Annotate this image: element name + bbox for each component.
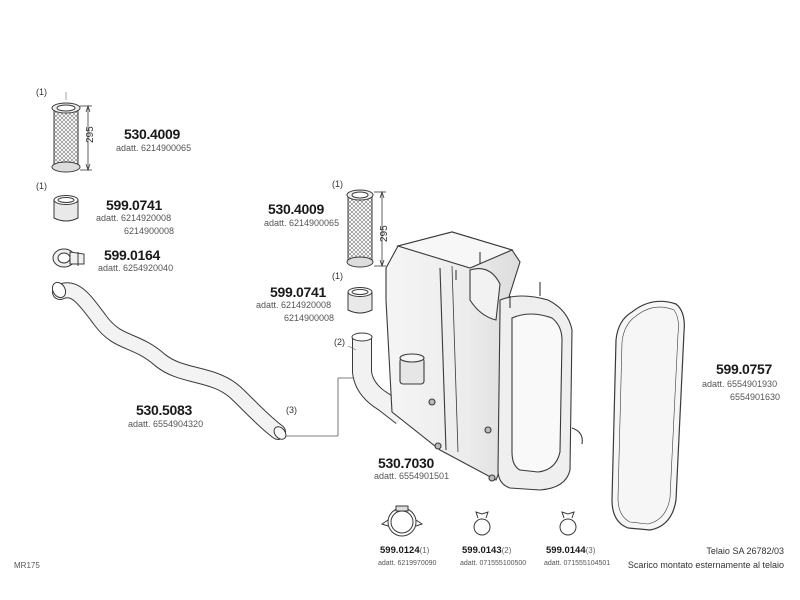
part-number-530-4009-left: 530.4009 [124, 126, 180, 142]
clamp-599-0124 [380, 505, 424, 537]
sleeve-left [53, 195, 79, 222]
muffler-body [385, 231, 583, 491]
mark-c3: (3) [585, 546, 596, 555]
mark-p1: (1) [36, 87, 47, 97]
end-cover-panel [611, 300, 685, 531]
bent-pipe [51, 281, 287, 440]
mark-p5: (1) [332, 179, 343, 189]
frame-reference: Telaio SA 26782/03 [706, 546, 784, 556]
sleeve-center [347, 287, 373, 314]
part-number-599-0124: 599.0124(1) [380, 546, 429, 556]
adapter-c1: adatt. 6219970090 [378, 560, 437, 567]
flex-tube-center [346, 189, 374, 268]
clamp-599-0143 [473, 511, 491, 536]
part-number-530-7030: 530.7030 [378, 455, 434, 471]
clamp-599-0144 [559, 511, 577, 536]
adapter-p7: adatt. 6554901501 [374, 471, 450, 481]
adapter-p6-a: adatt. 6214920008 [256, 300, 332, 310]
mark-p6: (1) [332, 271, 343, 281]
dimension-p1: 295 [85, 126, 96, 143]
clamp-left [52, 248, 85, 268]
adapter-p1: adatt. 6214900065 [116, 143, 192, 153]
adapter-p8-a: adatt. 6554901930 [702, 379, 778, 389]
adapter-p3: adatt. 6254920040 [98, 263, 174, 273]
flex-tube-top-left [51, 102, 81, 173]
part-number-599-0741-center: 599.0741 [270, 284, 326, 300]
part-number-599-0144-text: 599.0144 [546, 545, 586, 556]
part-number-599-0143: 599.0143(2) [462, 546, 511, 556]
adapter-c3: adatt. 071555104501 [544, 560, 611, 567]
part-number-599-0143-text: 599.0143 [462, 545, 502, 556]
adapter-p8-b: 6554901630 [730, 392, 781, 402]
part-number-599-0124-text: 599.0124 [380, 545, 420, 556]
diagram-code: MR175 [14, 561, 40, 570]
adapter-p4: adatt. 6554904320 [128, 419, 204, 429]
part-number-599-0741-left: 599.0741 [106, 197, 162, 213]
callout-mark-3: (3) [286, 405, 297, 415]
leader-line [347, 345, 357, 351]
adapter-p5: adatt. 6214900065 [264, 218, 340, 228]
part-number-599-0757: 599.0757 [716, 361, 772, 377]
dimension-line-295-left [80, 104, 92, 172]
dimension-line-295-center [374, 190, 386, 268]
part-number-599-0144: 599.0144(3) [546, 546, 595, 556]
mark-c1: (1) [419, 546, 430, 555]
mark-p2: (1) [36, 181, 47, 191]
inlet-elbow-pipe [351, 332, 409, 424]
part-number-530-5083: 530.5083 [136, 402, 192, 418]
callout-line-3 [286, 377, 360, 437]
part-number-599-0164: 599.0164 [104, 247, 160, 263]
adapter-c2: adatt. 071555100500 [460, 560, 527, 567]
mounting-description: Scarico montato esternamente al telaio [627, 560, 784, 570]
mark-c2: (2) [501, 546, 512, 555]
dimension-p5: 295 [379, 225, 390, 242]
adapter-p2-a: adatt. 6214920008 [96, 213, 172, 223]
adapter-p2-b: 6214900008 [124, 226, 175, 236]
callout-mark-2: (2) [334, 337, 345, 347]
part-number-530-4009-center: 530.4009 [268, 201, 324, 217]
adapter-p6-b: 6214900008 [284, 313, 335, 323]
